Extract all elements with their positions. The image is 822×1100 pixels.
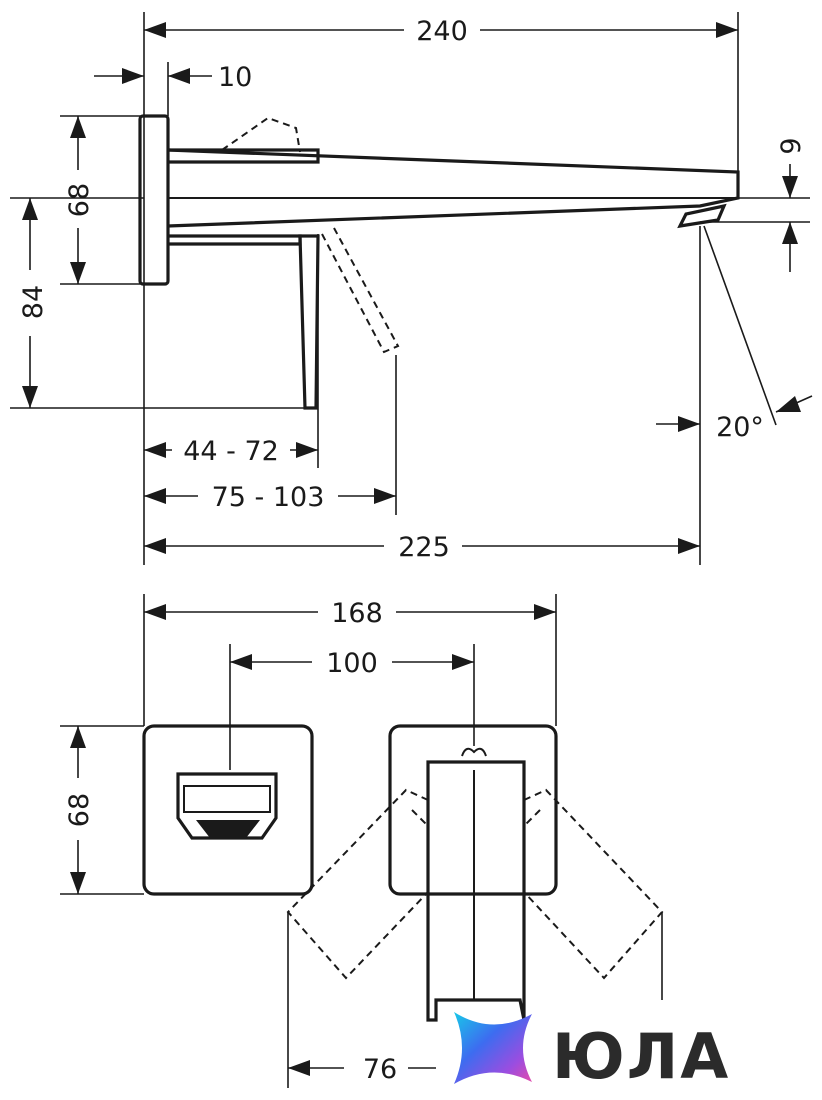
dim-lever-reach: 75 - 103 [212,482,325,513]
arrowhead [776,396,801,412]
arrowhead [168,68,190,84]
arrowhead [70,116,86,138]
spout-outlet-slot [183,785,271,813]
spout-wall-plate [142,724,314,896]
arrowhead [70,262,86,284]
arrowhead [230,654,252,670]
brand-logo: ЮЛА [454,1012,730,1093]
dim-plate-thickness: 10 [218,62,252,93]
dim-center-distance-inner: 100 [326,648,378,679]
arrowhead [288,1060,310,1076]
arrowhead [452,654,474,670]
lever-alt-position-up [221,116,301,153]
arrowhead [534,604,556,620]
arrowhead [122,68,144,84]
lever-swing-left [286,788,429,980]
arrowhead [144,22,166,38]
dim-handle-depth: 44 - 72 [183,436,279,467]
arrowhead [70,726,86,748]
arrowhead [716,22,738,38]
front-view: 168 100 68 76 [60,594,664,1088]
dim-plate-center-height: 84 [18,285,49,319]
dim-spray-angle: 20° [716,412,764,443]
arrowhead [70,872,86,894]
arrowhead [144,442,166,458]
lever-swing-notches [411,809,541,827]
arrowhead [296,442,318,458]
arrowhead [678,538,700,554]
lever-handle [298,234,320,410]
arrowhead [678,416,700,432]
arrowhead [782,176,798,198]
aerator [677,203,727,229]
dim-lever-swing: 76 [363,1054,397,1085]
side-view: 240 10 68 84 9 20° 4 [10,12,813,565]
spout-outlet-face [176,772,278,840]
lever-handle-front [426,760,526,1022]
arrowhead [144,538,166,554]
dim-outlet-gap: 9 [776,137,807,154]
lever-swing-right [523,788,664,980]
arrowhead [144,604,166,620]
arrowhead [22,198,38,220]
spray-angle-line [703,225,777,426]
arrowhead [374,488,396,504]
dim-plate-height: 68 [64,183,95,217]
dim-overall-length: 240 [416,16,468,47]
lever-alt-position-tilted [321,227,400,354]
spout-lower-block [168,234,302,246]
logo-text: ЮЛА [552,1020,730,1093]
arrowhead [782,222,798,244]
logo-star-icon [454,1012,532,1084]
arrowhead [22,386,38,408]
aerator-icon [196,820,260,838]
dim-front-plate-height: 68 [64,793,95,827]
spout-upper-block [168,148,320,164]
arrowhead [144,488,166,504]
dim-center-distance-outer: 168 [331,598,383,629]
dim-outlet-reach: 225 [398,532,450,563]
lever-pivot [461,747,487,757]
wall-plate [138,114,170,286]
